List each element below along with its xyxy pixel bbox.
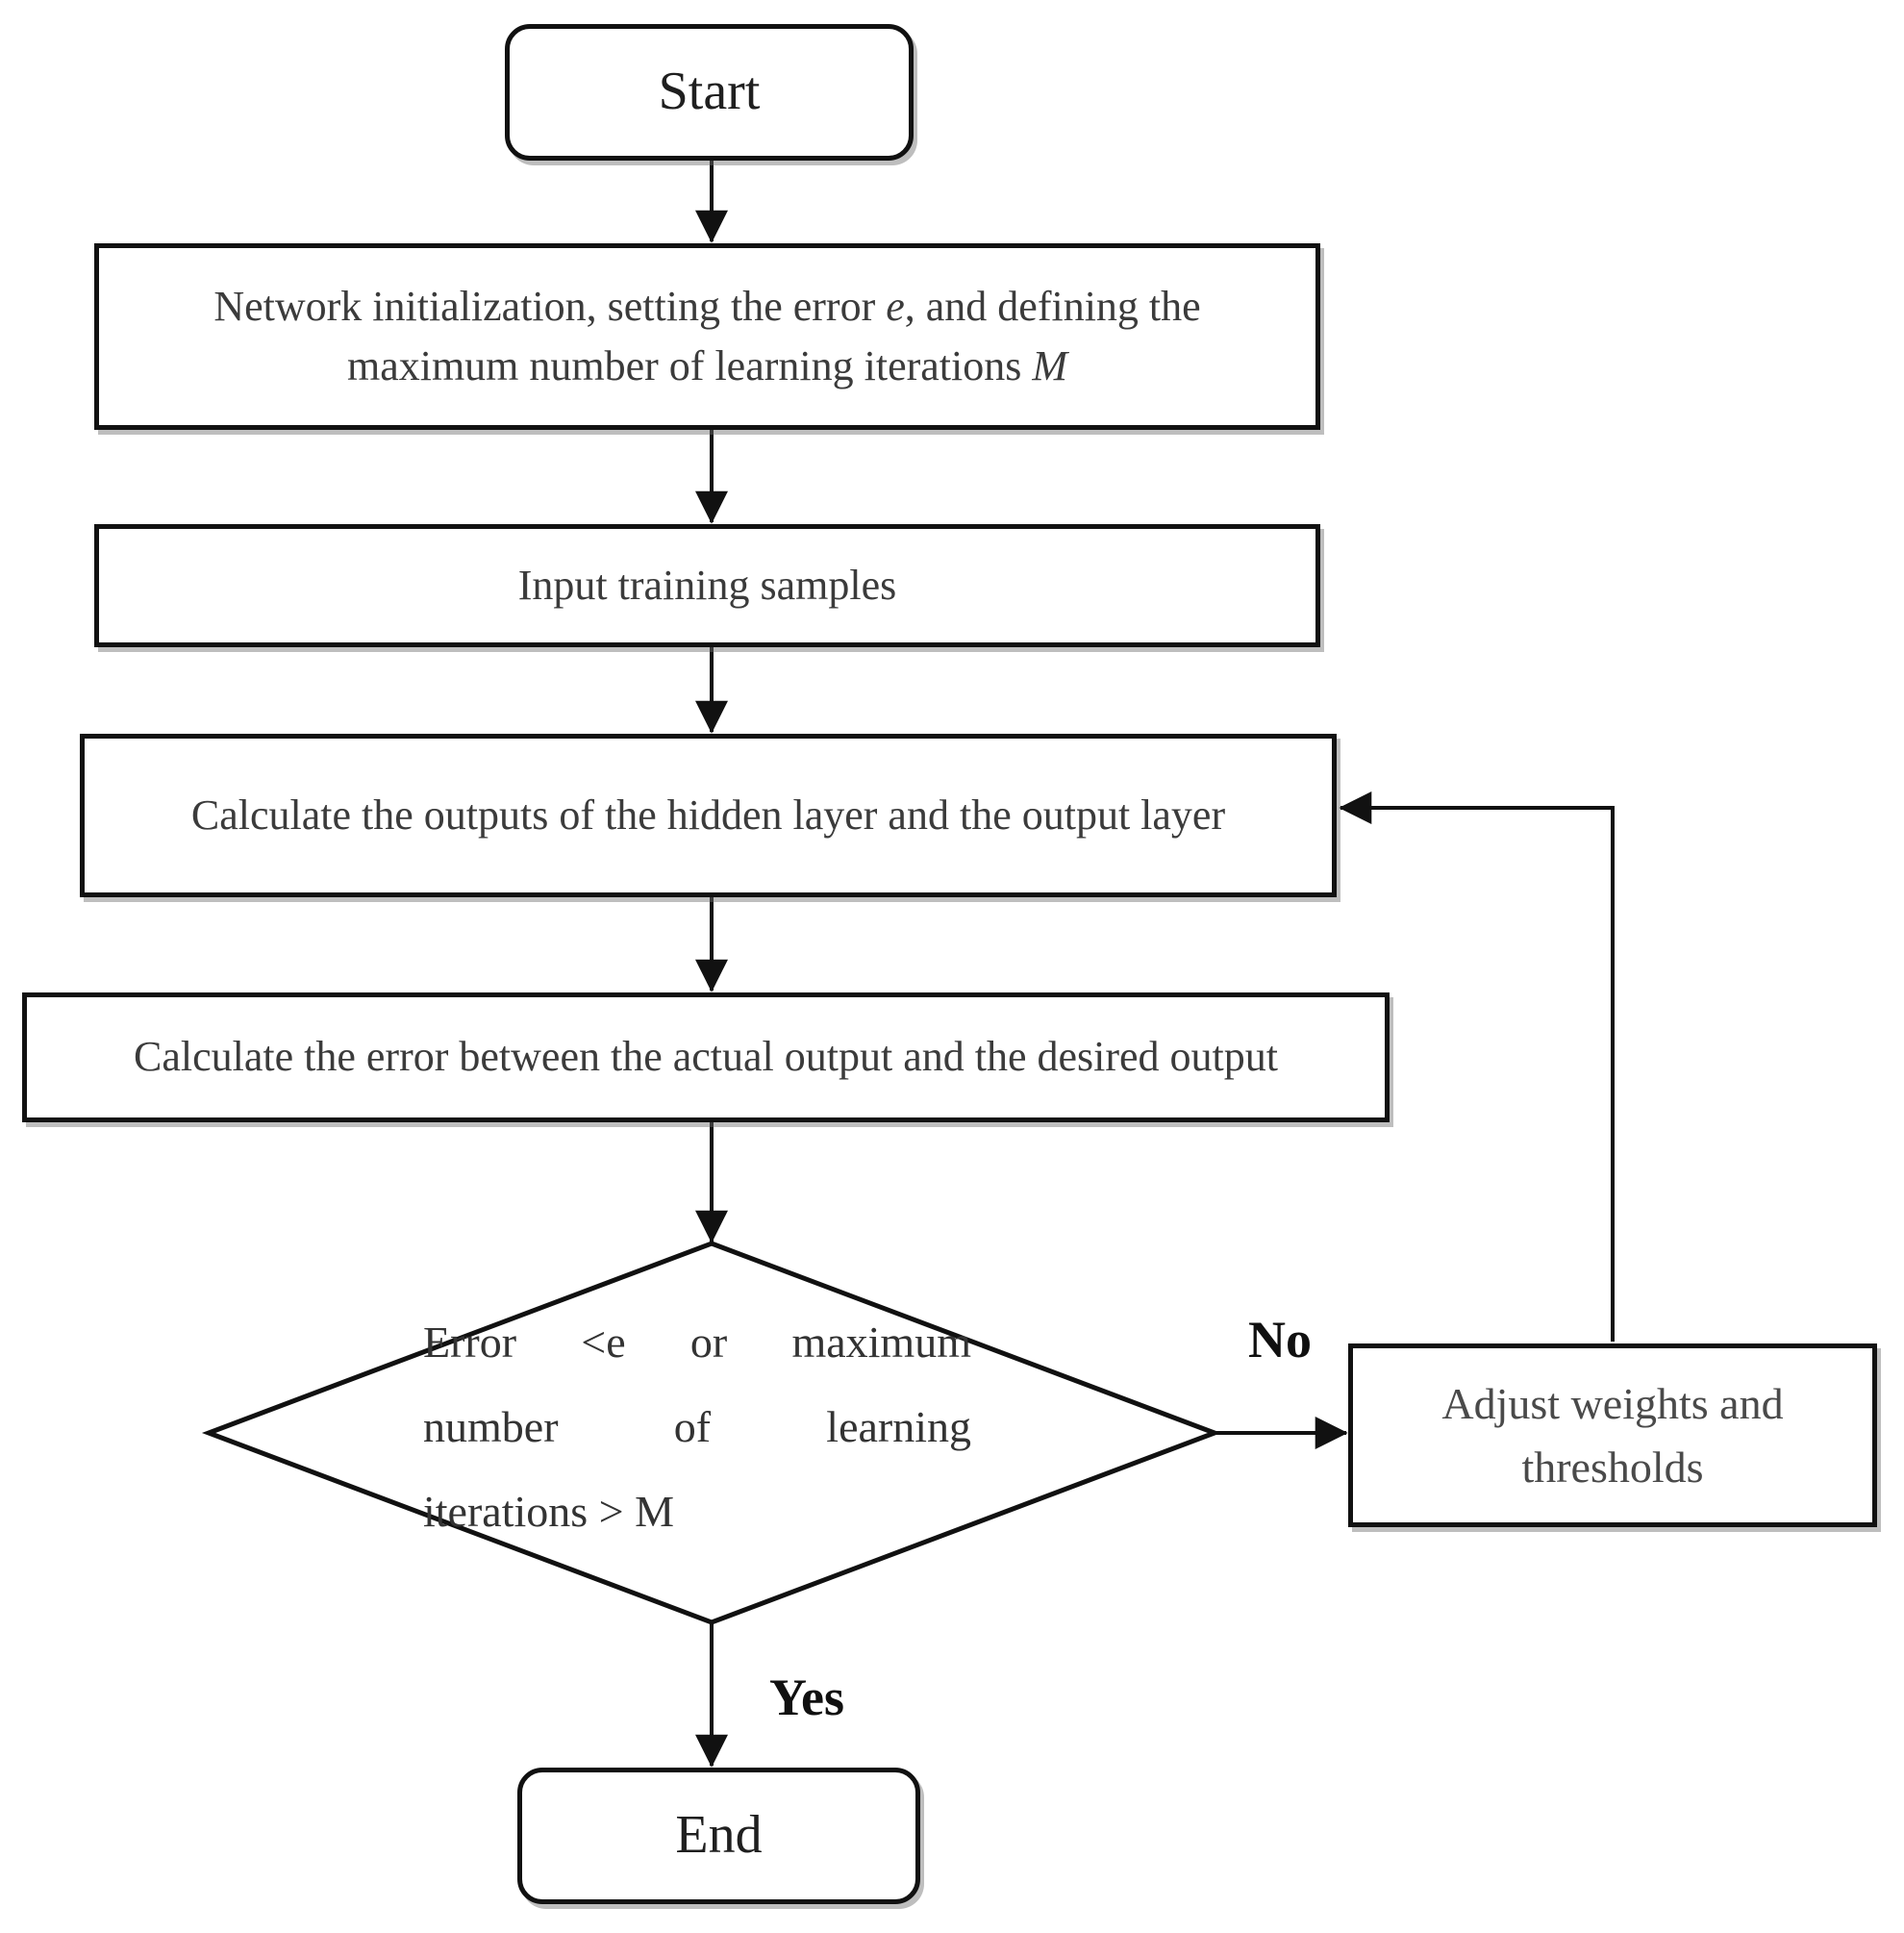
- decision-line-3: iterations > M: [423, 1487, 675, 1536]
- adjust-label: Adjust weights and thresholds: [1441, 1379, 1784, 1492]
- node-input-training-samples: Input training samples: [94, 524, 1320, 647]
- node-calculate-error: Calculate the error between the actual o…: [22, 992, 1390, 1122]
- init-text-3: maximum number of learning iterations: [346, 342, 1033, 389]
- init-line-2: maximum number of learning iterations M: [347, 337, 1067, 396]
- init-var-m: M: [1032, 342, 1068, 389]
- calc-outputs-label: Calculate the outputs of the hidden laye…: [190, 791, 1226, 839]
- edge-label-no: No: [1248, 1311, 1312, 1368]
- init-var-e: e: [886, 282, 905, 330]
- edge-label-yes: Yes: [769, 1669, 844, 1726]
- init-text-1: Network initialization, setting the erro…: [213, 282, 887, 330]
- input-samples-label: Input training samples: [517, 561, 897, 609]
- decision-line-1: Error <e or maximum: [423, 1318, 971, 1367]
- start-label: Start: [658, 62, 761, 122]
- node-end: End: [517, 1768, 920, 1904]
- init-text-2: , and defining the: [904, 282, 1201, 330]
- node-start: Start: [505, 24, 914, 161]
- end-label: End: [675, 1805, 763, 1866]
- node-network-initialization: Network initialization, setting the erro…: [94, 243, 1320, 430]
- calc-error-label: Calculate the error between the actual o…: [134, 1033, 1278, 1081]
- init-line-1: Network initialization, setting the erro…: [213, 277, 1200, 337]
- decision-line-2: number of learning: [423, 1402, 971, 1451]
- node-adjust-weights: Adjust weights and thresholds: [1348, 1343, 1877, 1527]
- decision-text: Error <e or maximum number of learning i…: [423, 1300, 971, 1554]
- node-calculate-outputs: Calculate the outputs of the hidden laye…: [80, 734, 1337, 897]
- edge-adjust-feedback: [1339, 791, 1615, 1342]
